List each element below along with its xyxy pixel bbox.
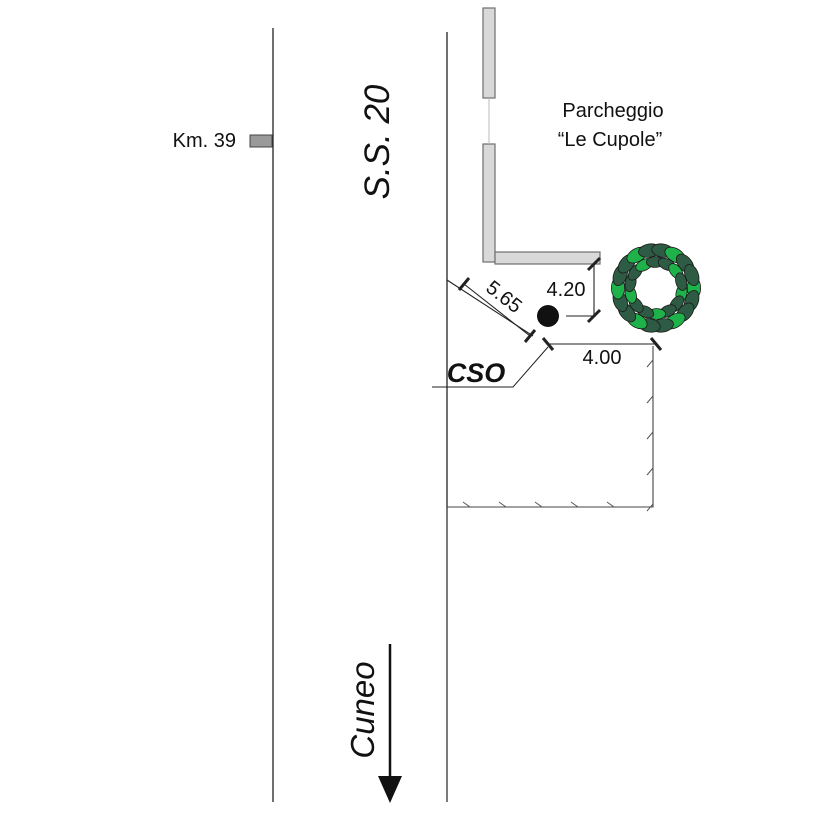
hatch-tick [646, 431, 654, 440]
hatch-tick [606, 501, 615, 508]
cso-label: CSO [447, 358, 506, 388]
parking-label-subtitle: “Le Cupole” [558, 129, 663, 151]
hatch-tick [462, 501, 471, 508]
dimension-horizontal [541, 337, 663, 351]
tree-leaf [675, 272, 688, 291]
tree-icon [610, 243, 702, 333]
dimension-horizontal-label: 4.00 [583, 347, 622, 369]
hatch-tick [646, 503, 654, 512]
dimension-vertical [566, 256, 602, 324]
dimension-vertical-label: 4.20 [547, 279, 586, 301]
hatch-tick [646, 467, 654, 476]
road-name: S.S. 20 [358, 84, 397, 199]
km-marker [249, 134, 273, 148]
dimension-diagonal-label: 5.65 [482, 277, 526, 318]
parking-label: Parcheggio [562, 100, 663, 122]
cso-leader-line [432, 346, 549, 388]
hatch-tick [646, 395, 654, 404]
dimension-diagonal [457, 277, 537, 343]
cso-point-icon [537, 305, 559, 327]
hatch-tick [534, 501, 543, 508]
hatch-tick [646, 359, 654, 368]
area-boundary-hatch [462, 359, 654, 512]
hatch-tick [570, 501, 579, 508]
arrow-down-icon [378, 776, 402, 803]
hatch-tick [498, 501, 507, 508]
area-boundary [446, 346, 654, 802]
km-marker-label: Km. 39 [173, 130, 236, 152]
direction-label: Cuneo [344, 661, 381, 758]
